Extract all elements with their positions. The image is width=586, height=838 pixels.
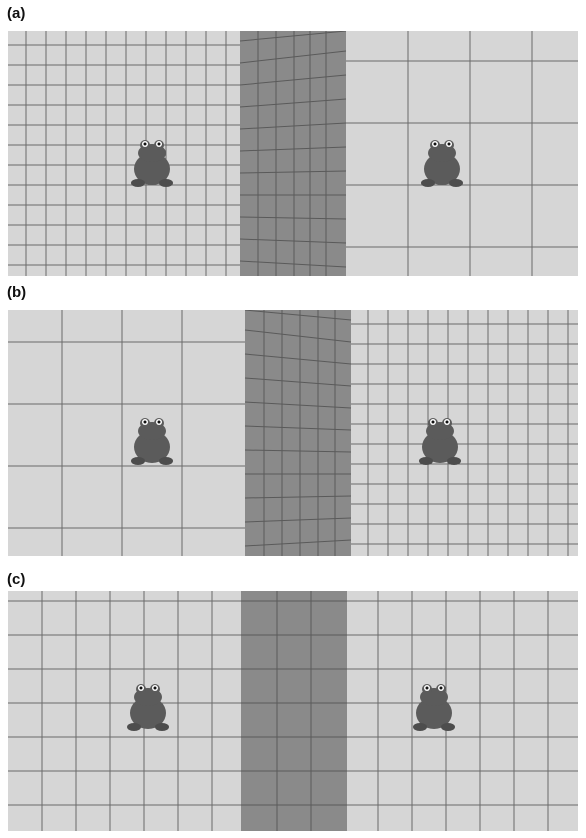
- panel-a-corridor-grid: [239, 31, 347, 276]
- panel-b-left-wall-grid: [8, 310, 245, 556]
- frog-icon: [419, 418, 461, 465]
- panel-b-label: (b): [7, 284, 27, 301]
- panel-b: [8, 310, 578, 556]
- frog-icon: [413, 684, 455, 731]
- frog-icon: [421, 140, 463, 187]
- panel-a: [8, 31, 578, 276]
- panel-a-left-wall-grid: [8, 31, 240, 276]
- panel-c-left-wall-grid: [8, 591, 241, 831]
- panel-b-corridor-grid: [244, 310, 352, 556]
- frog-icon: [131, 140, 173, 187]
- panel-b-corridor: [245, 310, 351, 556]
- frog-icon: [131, 418, 173, 465]
- panel-c-right-wall-grid: [347, 591, 578, 831]
- panel-c-illustration: [8, 591, 578, 831]
- panel-a-label: (a): [7, 5, 26, 22]
- panel-c-corridor-grid: [241, 591, 347, 831]
- panel-c-label: (c): [7, 571, 26, 588]
- panel-b-right-wall-grid: [351, 310, 578, 556]
- panel-c: [8, 591, 578, 831]
- panel-b-illustration: [8, 310, 578, 556]
- frog-icon: [127, 684, 169, 731]
- panel-a-illustration: [8, 31, 578, 276]
- panel-c-corridor: [241, 591, 347, 831]
